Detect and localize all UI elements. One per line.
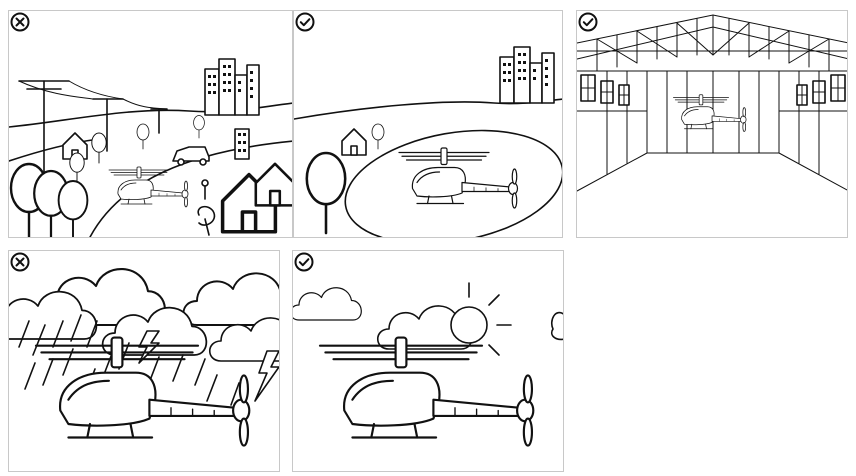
city-icon <box>204 58 260 116</box>
panel-sunny: good <box>292 250 564 472</box>
cloud-icon <box>550 311 563 341</box>
helicopter-icon <box>673 94 747 132</box>
open-field-scene <box>294 46 562 237</box>
person-icon <box>197 179 216 236</box>
sun-icon <box>450 282 512 356</box>
helicopter-icon <box>318 336 535 447</box>
tree-icon <box>136 123 150 150</box>
window-icon <box>580 74 846 106</box>
panel-storm: bad <box>8 250 280 472</box>
tree-icon <box>371 123 385 150</box>
house-icon <box>254 162 292 207</box>
tree-icon <box>305 151 347 235</box>
tree-icon <box>69 152 85 184</box>
landing-area <box>344 129 562 237</box>
cloud-icon <box>182 272 279 326</box>
house-icon <box>341 128 367 156</box>
countryside-scene <box>9 58 292 237</box>
sunny-scene <box>293 282 563 447</box>
car-icon <box>172 146 210 166</box>
cloud-icon <box>293 287 362 321</box>
tree-icon <box>193 115 205 139</box>
panel-hangar: good <box>576 10 848 238</box>
power-line-icon <box>18 80 168 177</box>
storm-scene <box>9 268 279 447</box>
x-circle-icon <box>10 12 30 32</box>
panel-countryside: bad <box>8 10 293 238</box>
building-icon <box>234 128 250 160</box>
tree-icon <box>91 132 107 164</box>
panel-open-field: good <box>293 10 563 238</box>
tree-icon <box>57 180 89 237</box>
x-circle-icon <box>10 252 30 272</box>
lightning-icon <box>254 350 279 402</box>
city-icon <box>499 46 555 104</box>
helicopter-icon <box>108 166 189 208</box>
hangar-scene <box>577 14 847 192</box>
check-circle-icon <box>295 12 315 32</box>
check-circle-icon <box>294 252 314 272</box>
helicopter-icon <box>398 147 519 209</box>
check-circle-icon <box>578 12 598 32</box>
